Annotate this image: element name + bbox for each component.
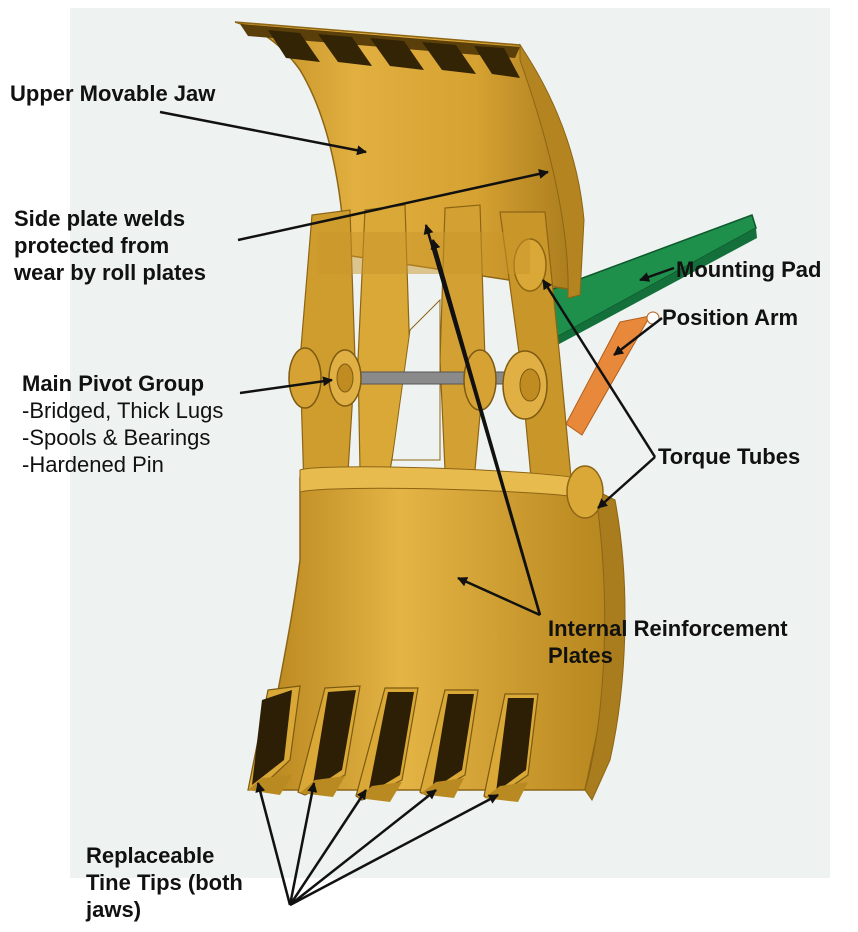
- position-arm: [566, 316, 650, 435]
- label-main-pivot-item-1: -Bridged, Thick Lugs: [22, 397, 223, 424]
- torque-tube-lower: [567, 466, 603, 518]
- leader-tine-5: [290, 795, 498, 905]
- leader-tine-1: [258, 783, 290, 905]
- label-position-arm: Position Arm: [662, 304, 798, 331]
- label-main-pivot-group: Main Pivot Group -Bridged, Thick Lugs -S…: [22, 370, 223, 478]
- label-tine-line-3: jaws): [86, 896, 243, 923]
- label-internal-line-1: Internal Reinforcement: [548, 615, 788, 642]
- label-side-plate-line-3: wear by roll plates: [14, 259, 206, 286]
- label-internal-reinforcement: Internal Reinforcement Plates: [548, 615, 788, 669]
- label-internal-line-2: Plates: [548, 642, 788, 669]
- label-side-plate-line-1: Side plate welds: [14, 205, 206, 232]
- label-replaceable-tine-tips: Replaceable Tine Tips (both jaws): [86, 842, 243, 923]
- label-tine-line-2: Tine Tips (both: [86, 869, 243, 896]
- label-main-pivot-item-2: -Spools & Bearings: [22, 424, 223, 451]
- label-main-pivot-title: Main Pivot Group: [22, 370, 223, 397]
- torque-tube-upper-body: [318, 232, 530, 274]
- leader-tine-4: [290, 790, 436, 905]
- leader-torque-lower: [598, 457, 655, 508]
- label-upper-movable-jaw: Upper Movable Jaw: [10, 80, 215, 107]
- label-side-plate-welds: Side plate welds protected from wear by …: [14, 205, 206, 286]
- label-side-plate-line-2: protected from: [14, 232, 206, 259]
- label-torque-tubes: Torque Tubes: [658, 443, 800, 470]
- label-tine-line-1: Replaceable: [86, 842, 243, 869]
- label-main-pivot-item-3: -Hardened Pin: [22, 451, 223, 478]
- label-mounting-pad: Mounting Pad: [676, 256, 821, 283]
